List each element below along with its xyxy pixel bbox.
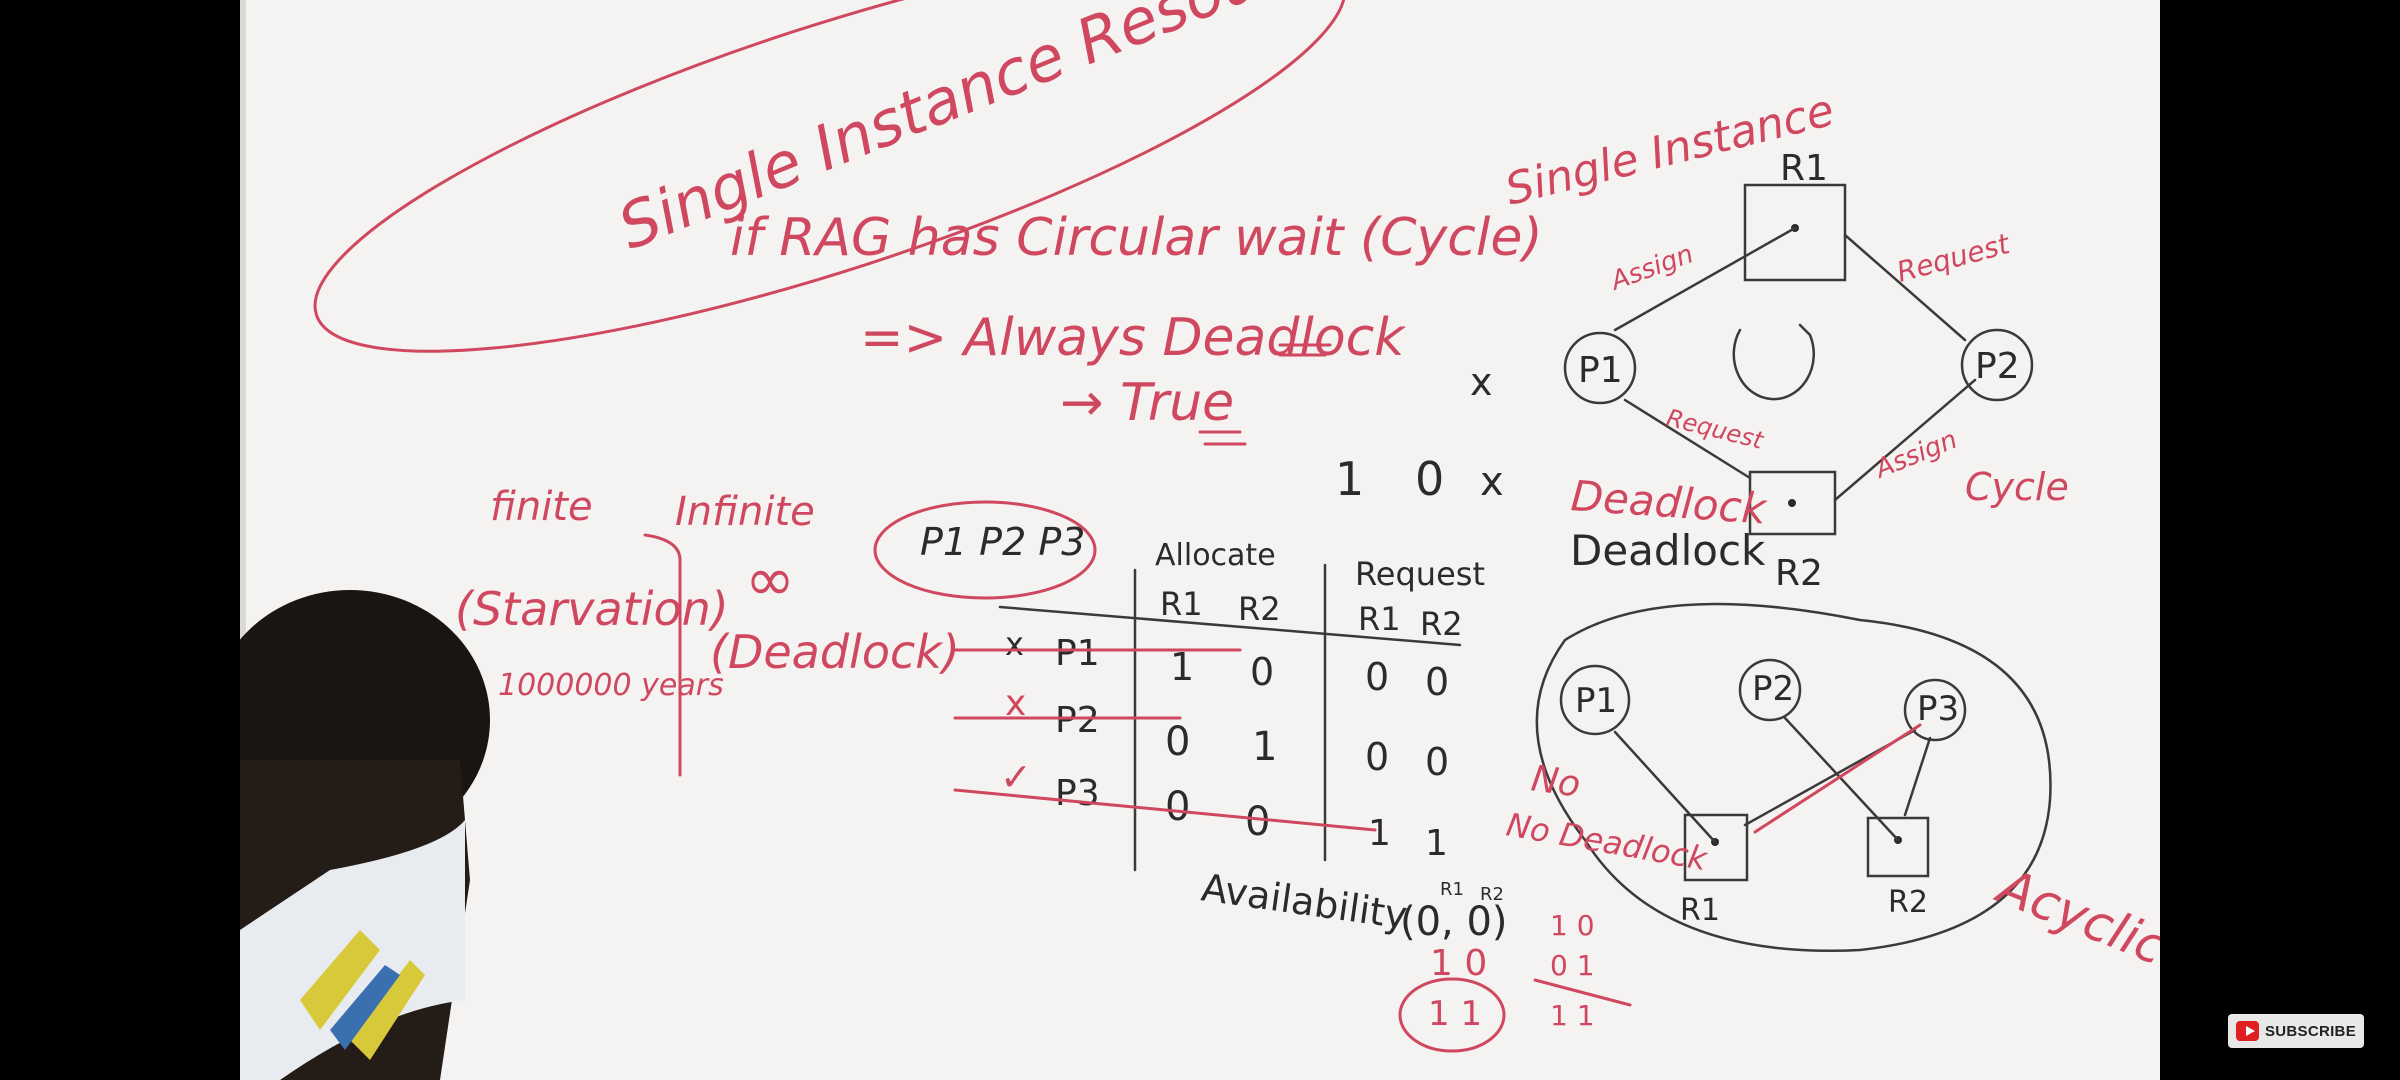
acyclic-resource-r1-box [1683, 813, 1749, 882]
process-sequence-text: P1 P2 P3 [920, 520, 1085, 564]
cycle-resource-r2-label: R2 [1775, 553, 1823, 594]
cycle-process-p2-label: P2 [1975, 346, 2020, 387]
deadlock-black-label: Deadlock [1570, 526, 1766, 575]
availability-sum-line [1533, 978, 1632, 1007]
acyclic-label: Acyclic [1988, 856, 2160, 976]
availability-header-r1: R1 [1440, 879, 1464, 900]
row3-v1: 0 [1165, 784, 1190, 830]
finite-label: finite [490, 484, 593, 530]
process-sequence-ellipse [873, 500, 1097, 600]
row2-v3: 0 [1365, 735, 1389, 779]
whiteboard-edge [240, 0, 246, 1080]
mark-x: x [1480, 459, 1504, 505]
row1-v1: 1 [1170, 645, 1194, 689]
acyclic-edges [1613, 716, 1932, 844]
row2-process: P2 [1055, 700, 1100, 741]
whiteboard-drawing: Single Instance Resource if RAG has Circ… [313, 0, 2160, 1053]
youtube-play-icon [2236, 1021, 2259, 1041]
row1-process: P1 [1055, 633, 1100, 674]
acyclic-resource-r2-box [1866, 816, 1930, 878]
cycle-resource-r1-label: R1 [1780, 148, 1828, 189]
availability-label: Availability [1199, 865, 1410, 937]
starvation-label: (Starvation) [455, 582, 729, 636]
availability-current: (0, 0) [1400, 899, 1508, 945]
cycle-process-p1 [1563, 331, 1637, 405]
implication-text: => Always Deadlock [860, 308, 1406, 368]
verdict-underline [1198, 430, 1247, 446]
acyclic-process-p1-label: P1 [1575, 681, 1617, 721]
row3-v4: 1 [1425, 823, 1448, 864]
row1-v2: 0 [1250, 650, 1274, 694]
deadlock-red-label: Deadlock [1569, 471, 1769, 534]
subscribe-label: SUBSCRIBE [2264, 1022, 2356, 1040]
table-sub-r1-a: R1 [1160, 585, 1203, 623]
acyclic-process-p1 [1559, 664, 1631, 736]
no-deadlock-label-line1: No [1529, 758, 1583, 805]
row2-mark: x [1005, 683, 1026, 724]
availability-side-bottom: 1 1 [1550, 999, 1595, 1032]
mark-zero: 0 [1415, 452, 1444, 506]
infinite-label: Infinite [675, 489, 815, 535]
table-sub-r2-a: R2 [1238, 590, 1281, 628]
availability-result-circle [1398, 977, 1506, 1053]
availability-step2: 1 1 [1428, 994, 1482, 1034]
acyclic-process-p3-label: P3 [1917, 689, 1959, 729]
cycle-loop-arrow [1732, 323, 1815, 401]
cycle-edges [1613, 226, 1977, 502]
availability-header-r2: R2 [1480, 884, 1504, 905]
edge-assign-top: Assign [1605, 239, 1697, 297]
cycle-x-mark: x [1470, 360, 1493, 404]
edge-request-bottom: Request [1664, 404, 1768, 455]
cycle-label: Cycle [1965, 465, 2069, 509]
deadlock-paren-label: (Deadlock) [710, 625, 960, 679]
table-lines [998, 563, 1462, 872]
availability-step1: 1 0 [1430, 943, 1487, 984]
row3-v2: 0 [1245, 799, 1270, 845]
table-sub-r1-r: R1 [1358, 600, 1401, 638]
acyclic-resource-r2-label: R2 [1888, 885, 1928, 920]
row1-v3: 0 [1365, 655, 1389, 699]
table-sub-r2-r: R2 [1420, 605, 1463, 643]
statement-text: if RAG has Circular wait (Cycle) [730, 208, 1543, 268]
bracket-line [643, 533, 682, 777]
years-label: 1000000 years [498, 668, 724, 703]
acyclic-enclosure [1535, 602, 2052, 952]
row1-mark: x [1005, 625, 1024, 663]
row2-v2: 1 [1252, 724, 1277, 770]
row2-v1: 0 [1165, 719, 1190, 765]
verdict-text: → True [1060, 373, 1234, 433]
row1-v4: 0 [1425, 660, 1449, 704]
row3-process: P3 [1055, 773, 1100, 814]
row2-v4: 0 [1425, 740, 1449, 784]
cycle-process-p1-label: P1 [1578, 350, 1623, 391]
request-header: Request [1355, 555, 1485, 593]
acyclic-red-edge [1753, 723, 1922, 834]
subscribe-button[interactable]: SUBSCRIBE [2228, 1014, 2364, 1048]
row3-mark: ✓ [1000, 755, 1032, 799]
edge-assign-bottom: Assign [1870, 425, 1962, 485]
acyclic-process-p2-label: P2 [1752, 669, 1794, 709]
allocate-header: Allocate [1155, 538, 1276, 573]
no-deadlock-label: No Deadlock [1504, 805, 1711, 878]
edge-request-top: Request [1893, 227, 2014, 289]
row3-v3: 1 [1368, 813, 1391, 854]
cycle-resource-r2-dot [1788, 499, 1796, 507]
whiteboard: Single Instance Resource if RAG has Circ… [240, 0, 2160, 1080]
availability-side-top: 1 0 [1550, 909, 1595, 942]
cycle-resource-r2-box [1748, 470, 1837, 536]
availability-side-mid: 0 1 [1550, 949, 1595, 982]
acyclic-resource-r1-label: R1 [1680, 893, 1720, 928]
cycle-process-p2 [1960, 328, 2034, 402]
title-ellipse [313, 0, 1347, 353]
acyclic-process-p2 [1738, 658, 1802, 722]
infinity-symbol: ∞ [745, 545, 795, 615]
row3-strike [953, 788, 1377, 832]
deadlock-underline [1278, 343, 1332, 357]
mark-one: 1 [1335, 452, 1364, 506]
cycle-resource-r1-box [1743, 183, 1847, 282]
acyclic-process-p3 [1903, 678, 1967, 742]
